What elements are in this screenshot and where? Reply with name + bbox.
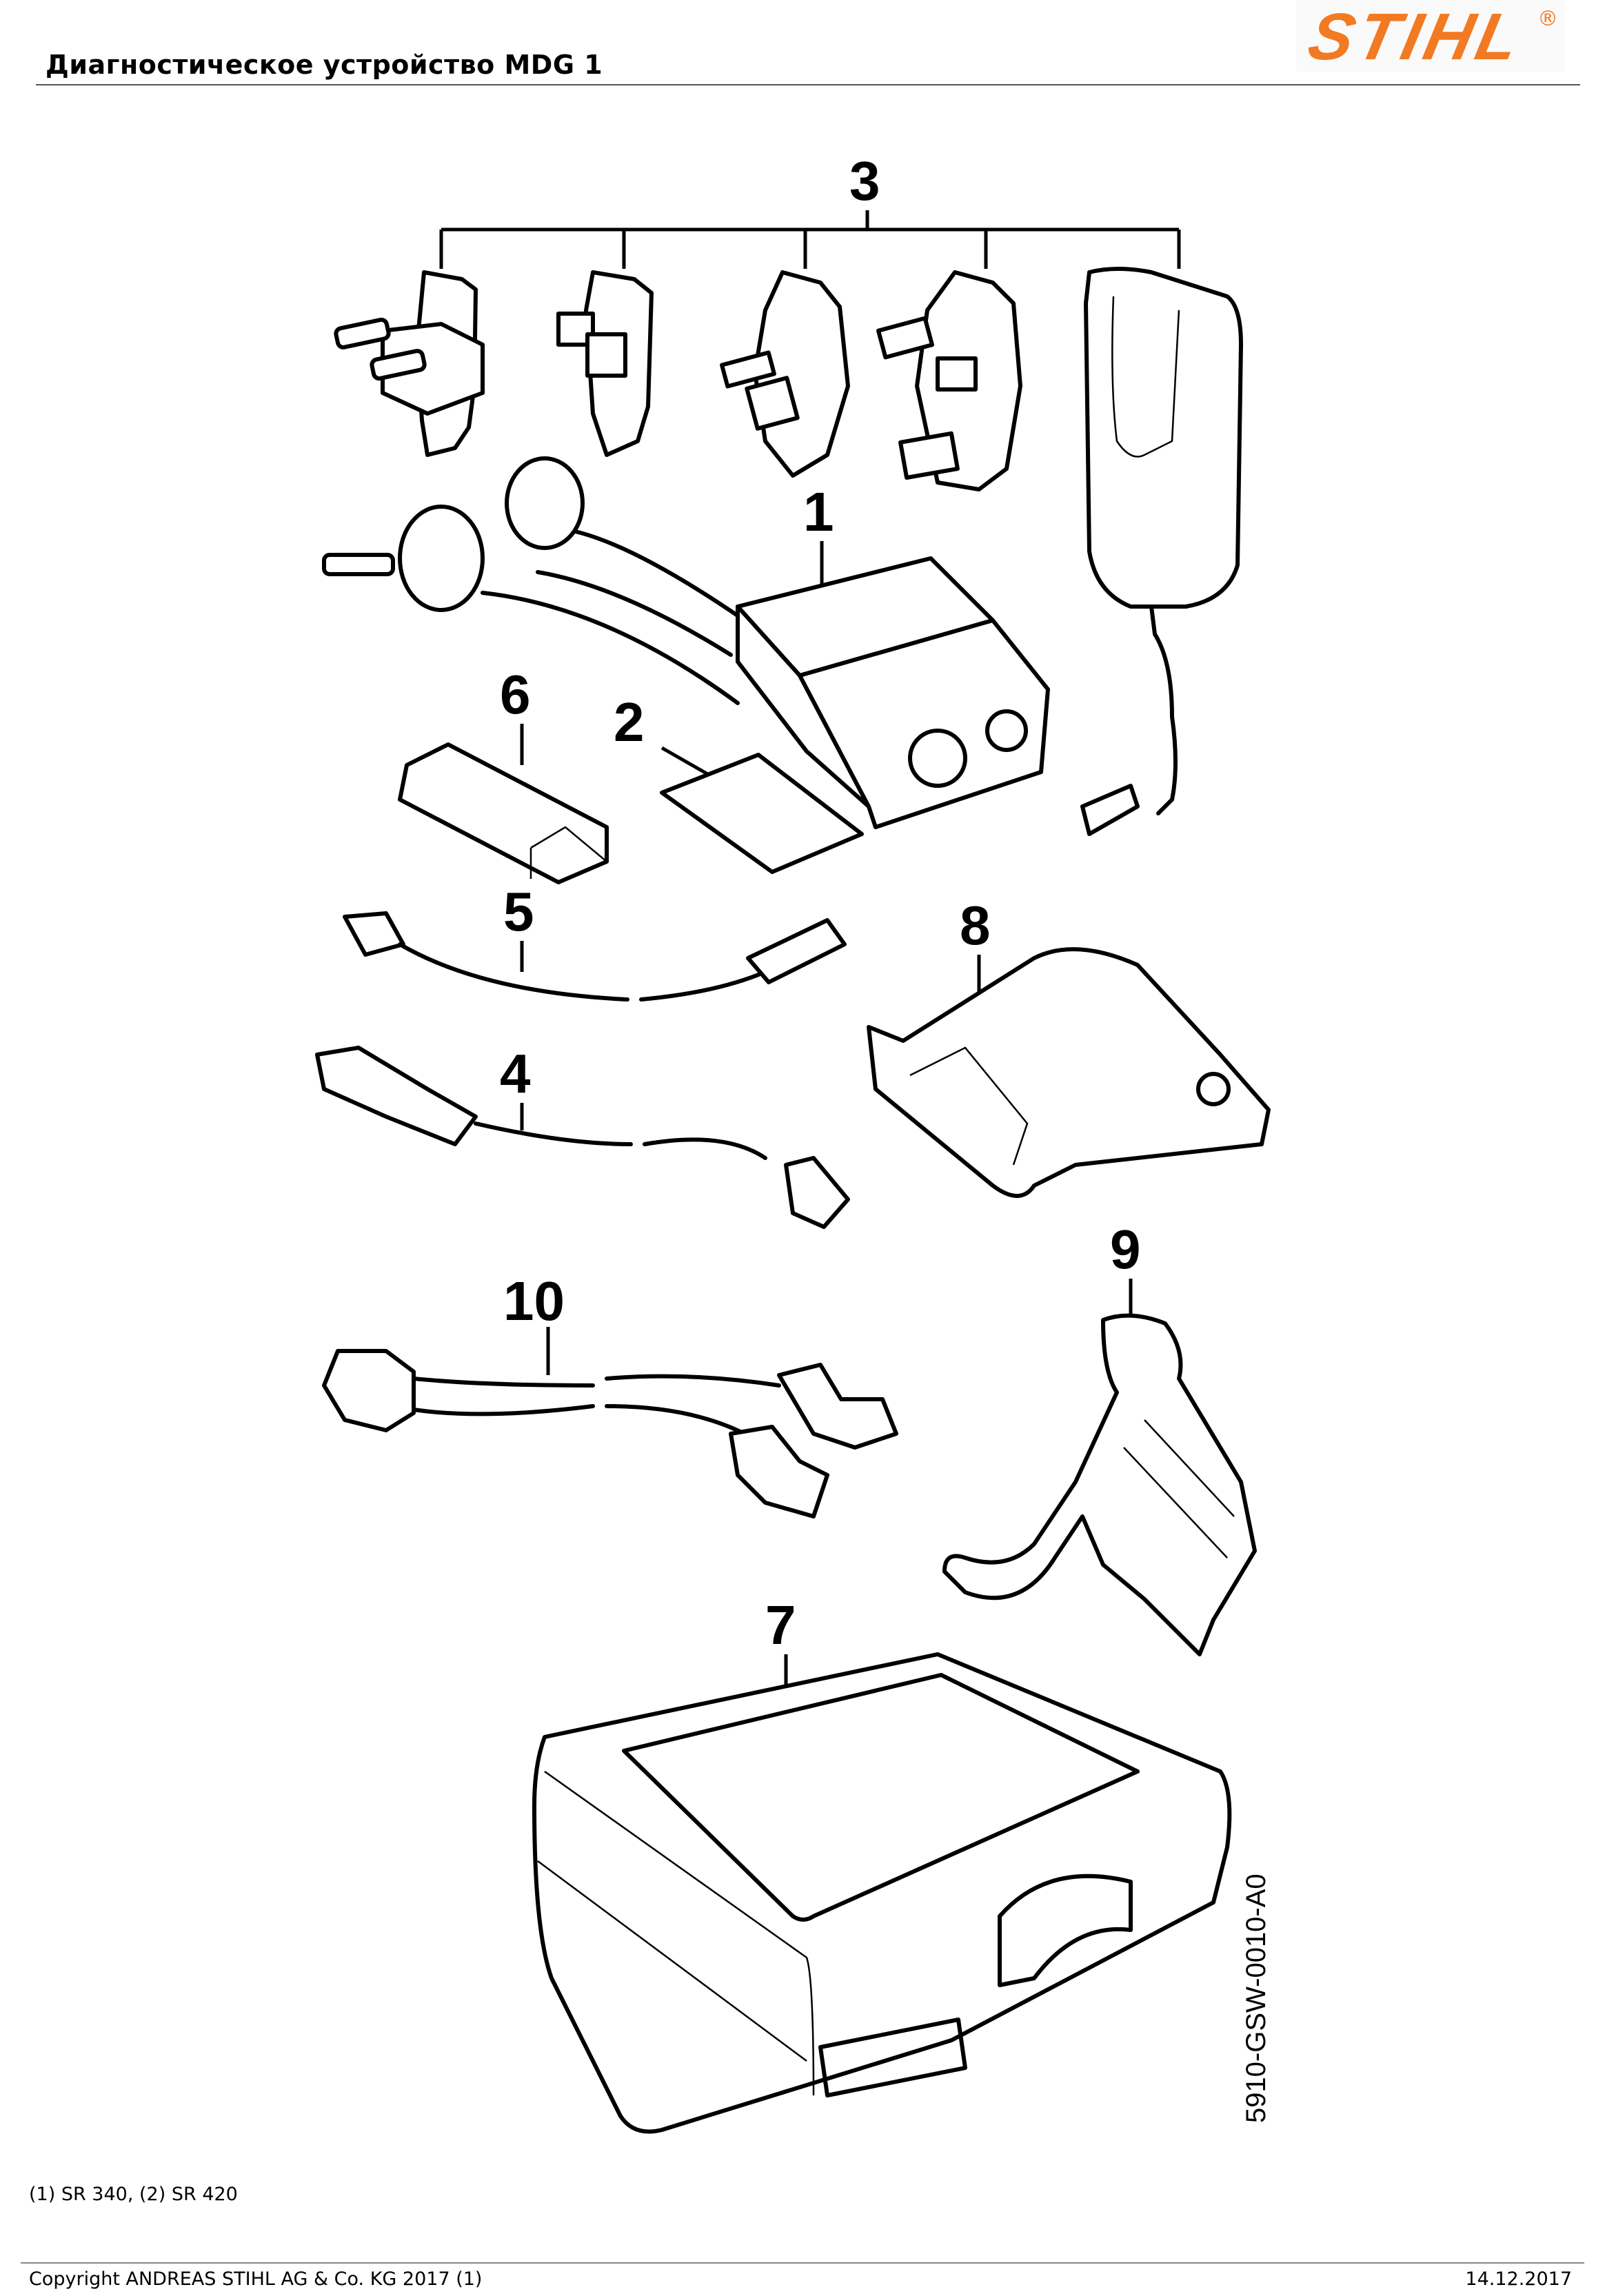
callout-2[interactable]: 2 — [614, 691, 645, 753]
callout-5[interactable]: 5 — [503, 881, 534, 942]
plug-adapter-uk[interactable] — [876, 270, 1022, 491]
callout-2-group: 2 — [614, 691, 711, 778]
copyright-text: Copyright ANDREAS STIHL AG & Co. KG 2017… — [29, 2268, 483, 2290]
callout-1[interactable]: 1 — [803, 481, 834, 542]
callout-1-group: 1 — [803, 481, 834, 586]
power-supply[interactable] — [1080, 267, 1243, 836]
plug-adapter-us[interactable] — [556, 270, 654, 457]
callout-4[interactable]: 4 — [500, 1043, 531, 1104]
connecting-cable[interactable] — [343, 911, 847, 1002]
callout-10[interactable]: 10 — [503, 1270, 565, 1332]
label-card[interactable] — [660, 753, 864, 874]
callout-3-group: 3 — [439, 150, 1181, 269]
y-adapter-cable[interactable] — [322, 1349, 898, 1518]
usb-stick[interactable] — [398, 742, 609, 884]
carrying-case[interactable] — [532, 1652, 1232, 2134]
page-title: Диагностическое устройство MDG 1 — [46, 50, 603, 80]
plug-adapter-eu[interactable] — [334, 270, 485, 457]
document-date: 14.12.2017 — [1465, 2268, 1572, 2290]
diagnostic-interface-unit[interactable] — [322, 456, 1050, 829]
stihl-logo — [1296, 0, 1565, 72]
callout-4-group: 4 — [500, 1043, 531, 1130]
model-footnote: (1) SR 340, (2) SR 420 — [29, 2184, 238, 2205]
callout-9[interactable]: 9 — [1110, 1219, 1141, 1280]
drawing-id: 5910-GSW-0010-A0 — [1241, 1873, 1271, 2123]
clip[interactable] — [942, 1313, 1257, 1656]
callout-6-group: 6 — [500, 664, 531, 765]
callout-3-leader — [439, 210, 1181, 269]
footer-divider — [21, 2262, 1584, 2264]
callout-8[interactable]: 8 — [960, 895, 991, 956]
callout-7[interactable]: 7 — [765, 1594, 796, 1656]
callout-9-group: 9 — [1110, 1219, 1141, 1317]
header-divider — [36, 84, 1580, 85]
callout-3[interactable]: 3 — [849, 150, 880, 212]
holder[interactable] — [867, 947, 1271, 1198]
callout-5-group: 5 — [503, 881, 534, 972]
callout-6[interactable]: 6 — [500, 664, 531, 725]
callout-10-group: 10 — [503, 1270, 565, 1375]
plug-adapter-au[interactable] — [720, 270, 850, 478]
adapter-cable-flat-plug[interactable] — [315, 1046, 850, 1229]
registered-mark: ® — [1537, 7, 1558, 31]
callout-2-leader — [660, 746, 711, 778]
